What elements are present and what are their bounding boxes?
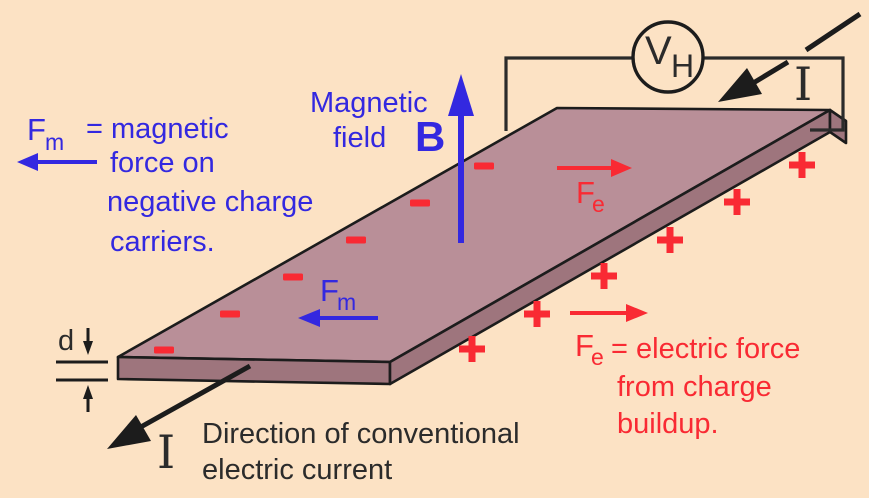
fm-legend-symbol: F — [27, 112, 46, 147]
fm-legend-subscript: m — [45, 129, 64, 155]
positive-charges — [459, 152, 815, 362]
fe-slab-symbol: F — [576, 175, 595, 210]
fe-legend-subscript: e — [591, 344, 604, 370]
current-label-top: I — [794, 57, 812, 111]
conductor-slab — [116, 106, 848, 386]
fe-legend-arrow — [570, 304, 648, 322]
field-word: field — [333, 122, 386, 154]
current-arrowhead-bottom — [107, 415, 151, 449]
fe-legend: F e = electric force from charge buildup… — [570, 304, 800, 440]
current-label-bottom: I — [157, 425, 175, 479]
fe-legend-symbol: F — [575, 328, 594, 363]
b-field-arrowhead — [448, 74, 474, 116]
fm-legend-line3: negative charge — [107, 186, 313, 218]
current-arrowhead-top — [718, 68, 762, 102]
positive-charge-sign — [657, 227, 683, 253]
direction-line2: electric current — [202, 454, 392, 486]
fe-slab: F e — [557, 159, 632, 217]
fm-legend-line1: = magnetic — [86, 113, 229, 145]
positive-charge-sign — [724, 189, 750, 215]
thickness-arrow-down — [83, 341, 93, 355]
negative-charges — [154, 162, 494, 354]
fe-legend-line2: from charge — [617, 371, 772, 403]
voltmeter-circle — [631, 20, 705, 94]
b-symbol: B — [415, 113, 445, 160]
current-arrow-bottom — [107, 363, 252, 449]
fe-slab-arrow — [557, 159, 632, 177]
fm-slab-arrow — [298, 309, 378, 327]
fm-slab: F m — [298, 273, 378, 327]
fm-legend-line4: carriers. — [110, 226, 215, 258]
magnetic-word: Magnetic — [310, 87, 428, 119]
negative-charge-sign — [410, 199, 430, 207]
direction-caption: Direction of conventional electric curre… — [202, 418, 520, 486]
fm-legend-line2: force on — [110, 147, 215, 179]
circuit-wire — [504, 56, 845, 132]
slab-front-left-face — [116, 355, 392, 386]
b-field-label: Magnetic field B — [310, 87, 445, 160]
thickness-arrow-up — [83, 385, 93, 399]
fm-legend-arrow — [17, 153, 97, 171]
negative-charge-sign — [283, 273, 303, 281]
negative-charge-sign — [220, 310, 240, 318]
negative-charge-sign — [474, 162, 494, 170]
current-arrow-top — [718, 11, 862, 102]
fe-legend-line3: buildup. — [617, 408, 719, 440]
fe-legend-line1: = electric force — [611, 333, 800, 365]
thickness-marker: d — [56, 325, 108, 412]
thickness-label: d — [58, 325, 74, 357]
positive-charge-sign — [789, 152, 815, 178]
positive-charge-sign — [524, 301, 550, 327]
fm-slab-subscript: m — [337, 289, 356, 315]
voltmeter: V H — [631, 20, 705, 94]
voltmeter-subscript: H — [671, 48, 694, 84]
b-field-arrow — [448, 74, 474, 243]
positive-charge-sign — [459, 336, 485, 362]
negative-charge-sign — [154, 346, 174, 354]
fe-slab-subscript: e — [592, 191, 605, 217]
fm-legend: F m = magnetic force on negative charge … — [17, 112, 313, 258]
positive-charge-sign — [591, 263, 617, 289]
fm-slab-symbol: F — [320, 273, 339, 308]
direction-line1: Direction of conventional — [202, 418, 520, 450]
negative-charge-sign — [346, 236, 366, 244]
voltmeter-symbol: V — [645, 29, 672, 73]
